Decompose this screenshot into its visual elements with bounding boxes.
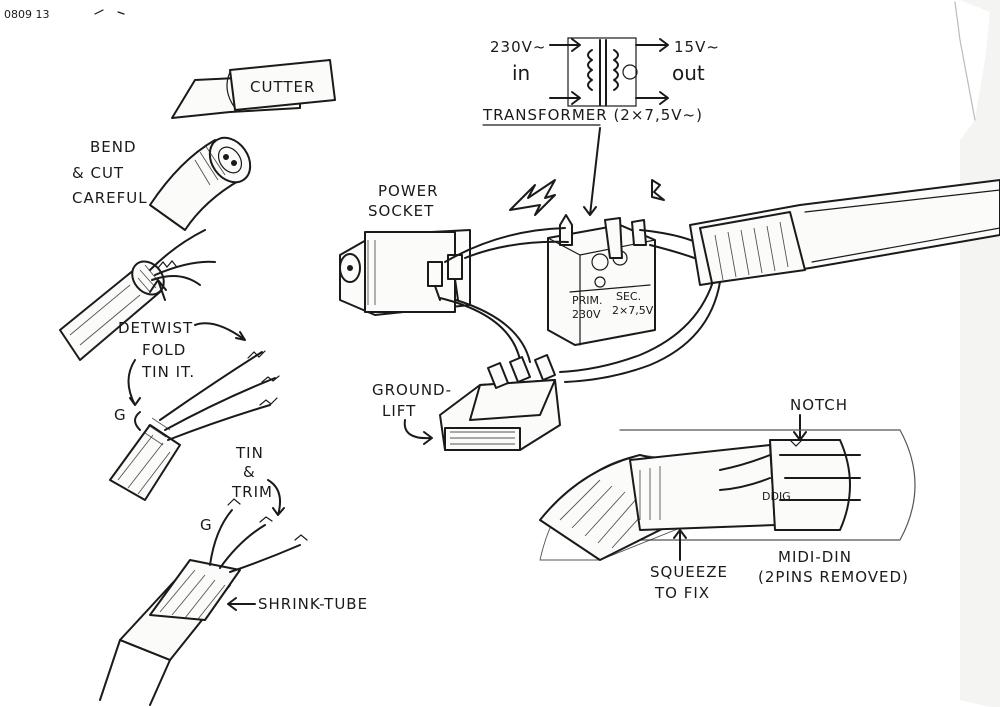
corner-scratch-mark [94,9,125,15]
label-bend-line1: BEND [90,138,137,156]
arrow-tin-pointer [267,479,285,516]
label-tin-line3: TRIM [231,483,273,501]
label-transformer-out-voltage: 15V~ [674,38,720,56]
midi-din-connector-drawing [539,429,916,561]
label-sec-value: 2×7,5V [612,304,654,317]
label-cutter: CUTTER [250,78,315,96]
label-bend-line3: CAREFUL [72,189,148,207]
label-din-mark: DDIG [762,490,791,503]
corner-note: 0809 13 [4,8,50,21]
shrink-tube-cable-drawing [99,498,308,706]
label-prim: PRIM. [572,294,603,307]
arrow-detwist-pointer [194,322,246,341]
label-midi-din-line1: MIDI-DIN [778,548,852,566]
fold-tin-cable-drawing [109,350,280,501]
label-power-socket-line1: POWER [378,182,439,200]
label-bend-line2: & CUT [72,164,124,182]
label-midi-din-line2: (2PINS REMOVED) [758,568,909,586]
cable-end-drawing [149,136,252,231]
label-squeeze-line2: TO FIX [654,584,710,602]
label-prim-value: 230V [572,308,601,321]
label-notch: NOTCH [790,396,848,414]
detwist-cable-drawing [59,229,216,361]
power-socket-drawing [339,229,471,316]
label-tin-line2: & [243,463,256,481]
label-fold-line1: FOLD [142,341,186,359]
label-sec: SEC. [616,290,641,303]
arrow-transformer-pointer [583,127,601,216]
label-ground-1: G [114,406,127,424]
transformer-schematic [549,37,669,107]
label-tin-line1: TIN [235,444,264,462]
label-ground-lift-line2: LIFT [382,402,416,420]
lightning-warning-icon [651,179,665,201]
label-transformer-caption: TRANSFORMER (2×7,5V~) [482,106,703,124]
mains-cable-drawing [689,179,1000,286]
label-detwist: DETWIST [118,319,193,337]
arrow-fold-pointer [127,359,141,406]
arrow-shrink-pointer [227,597,256,611]
lightning-arrow-icon [509,179,556,216]
arrow-ground-lift-pointer [403,419,433,445]
paper-fold-edge [954,1,976,121]
label-transformer-in-voltage: 230V~ [490,38,546,56]
label-fold-line2: TIN IT. [141,363,195,381]
connecting-wires [439,227,721,383]
label-squeeze-line1: SQUEEZE [650,563,728,581]
label-transformer-out: out [672,61,705,85]
transformer-block-drawing [547,214,656,346]
label-transformer-in: in [512,61,530,85]
label-shrink-tube: SHRINK-TUBE [258,595,368,613]
label-ground-lift-line1: GROUND- [372,381,452,399]
label-power-socket-line2: SOCKET [368,202,434,220]
label-ground-2: G [200,516,213,534]
ground-lift-switch-drawing [439,354,561,451]
arrow-squeeze-pointer [673,529,687,561]
cutter-drawing [171,59,336,119]
